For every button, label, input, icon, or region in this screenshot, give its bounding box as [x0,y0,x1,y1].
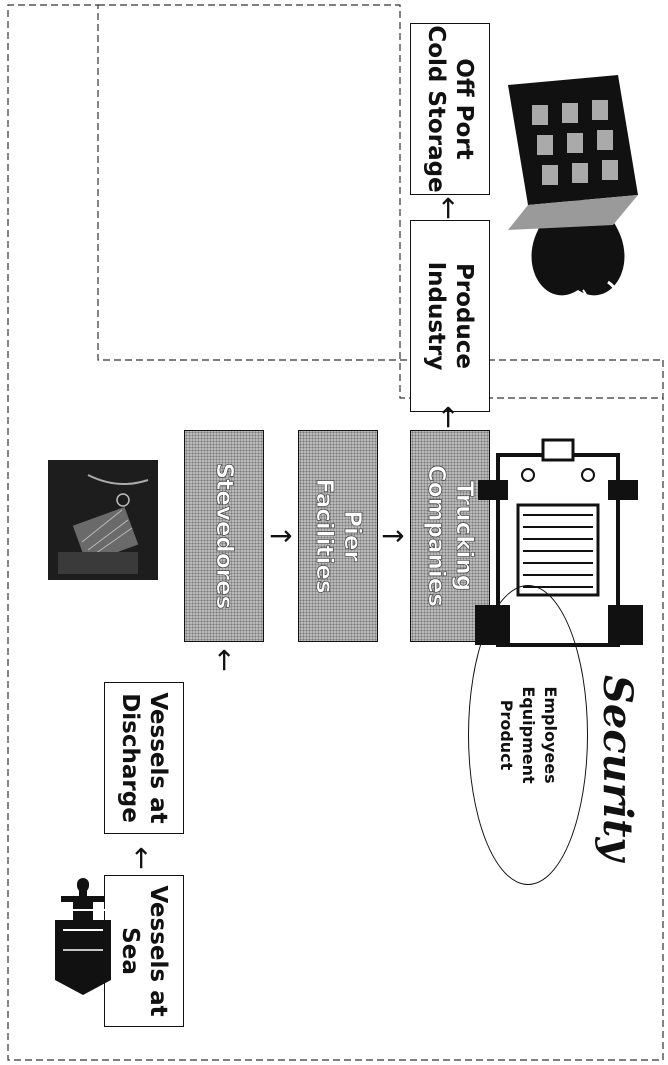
right-region-border [98,4,663,399]
ship-icon [55,878,111,995]
building-icon [508,75,638,230]
security-item: Product [497,699,516,771]
security-item: Equipment [519,686,538,784]
security-item: Employees [541,686,560,784]
truck-icon [475,438,643,647]
security-items-oval: Employees Equipment Product [468,585,588,885]
security-title: Security [594,675,641,861]
cargo-photo-icon [48,460,158,580]
left-region-border [7,4,664,1061]
